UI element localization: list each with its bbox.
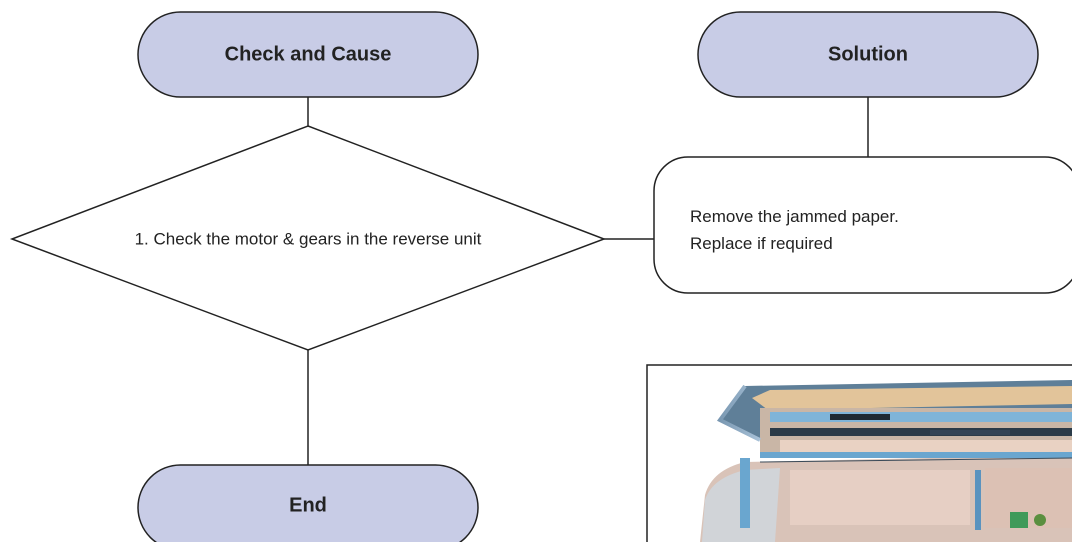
printer-illustration — [700, 380, 1072, 542]
end-terminal: End — [137, 464, 479, 542]
solution-line-1: Remove the jammed paper. — [690, 207, 899, 226]
solution-box: Remove the jammed paper. Replace if requ… — [653, 156, 1072, 294]
decision-diamond: 1. Check the motor & gears in the revers… — [9, 125, 607, 351]
end-label: End — [289, 494, 327, 516]
printer-photo — [646, 364, 1072, 542]
solution-label: Solution — [828, 43, 908, 65]
solution-line-2: Replace if required — [690, 234, 833, 253]
check-and-cause-terminal: Check and Cause — [137, 11, 479, 98]
decision-text: 1. Check the motor & gears in the revers… — [135, 229, 482, 248]
solution-terminal: Solution — [697, 11, 1039, 98]
check-and-cause-label: Check and Cause — [225, 43, 392, 65]
